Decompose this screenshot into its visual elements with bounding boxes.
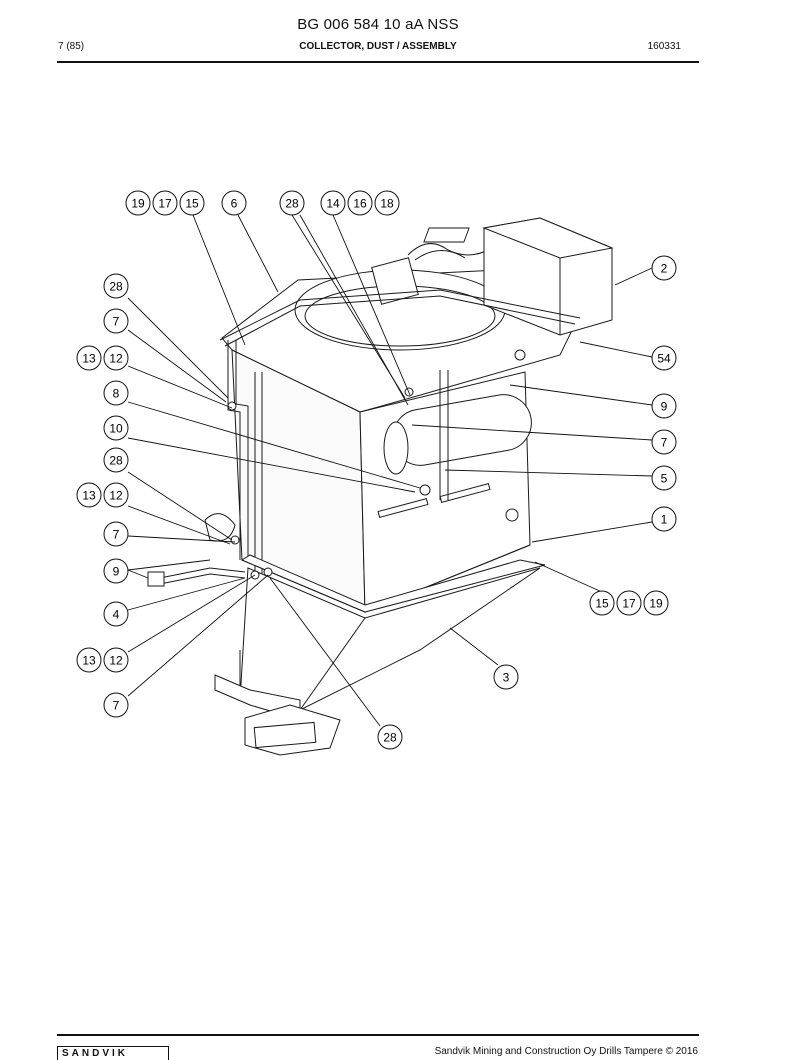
footer-rule xyxy=(57,1034,699,1036)
callout-19: 19 xyxy=(643,590,669,616)
svg-text:9: 9 xyxy=(661,400,668,414)
svg-text:8: 8 xyxy=(113,387,120,401)
svg-text:12: 12 xyxy=(109,352,123,366)
svg-text:3: 3 xyxy=(503,671,510,685)
lower-pipe xyxy=(159,567,246,579)
callout-2: 2 xyxy=(651,255,677,281)
top-pipe xyxy=(219,289,581,341)
callout-13: 13 xyxy=(76,647,102,673)
svg-text:28: 28 xyxy=(109,280,123,294)
document-number: BG 006 584 10 aA NSS xyxy=(297,16,459,33)
company-logo: SANDVIK xyxy=(57,1046,169,1060)
callout-13: 13 xyxy=(76,482,102,508)
svg-text:7: 7 xyxy=(113,528,120,542)
svg-text:4: 4 xyxy=(113,608,120,622)
svg-text:12: 12 xyxy=(109,654,123,668)
page-number: 7 (85) xyxy=(58,41,85,52)
svg-text:17: 17 xyxy=(622,597,636,611)
svg-text:18: 18 xyxy=(380,197,394,211)
svg-text:17: 17 xyxy=(158,197,172,211)
callout-16: 16 xyxy=(347,190,373,216)
callout-7: 7 xyxy=(103,521,129,547)
svg-text:54: 54 xyxy=(657,352,671,366)
callout-17: 17 xyxy=(616,590,642,616)
svg-text:1: 1 xyxy=(661,513,668,527)
callout-14: 14 xyxy=(320,190,346,216)
callout-12: 12 xyxy=(103,345,129,371)
svg-text:28: 28 xyxy=(383,731,397,745)
collector-linework xyxy=(147,217,614,756)
callout-6: 6 xyxy=(221,190,247,216)
svg-text:6: 6 xyxy=(231,197,238,211)
callout-28: 28 xyxy=(103,273,129,299)
svg-text:9: 9 xyxy=(113,565,120,579)
callout-17: 17 xyxy=(152,190,178,216)
svg-text:7: 7 xyxy=(661,436,668,450)
callout-54: 54 xyxy=(651,345,677,371)
callout-12: 12 xyxy=(103,482,129,508)
header-rule xyxy=(57,61,699,63)
callout-7: 7 xyxy=(103,692,129,718)
callout-9: 9 xyxy=(651,393,677,419)
callout-3: 3 xyxy=(493,664,519,690)
svg-text:28: 28 xyxy=(285,197,299,211)
callout-5: 5 xyxy=(651,465,677,491)
svg-text:7: 7 xyxy=(113,699,120,713)
callout-9: 9 xyxy=(103,558,129,584)
callout-15: 15 xyxy=(589,590,615,616)
svg-text:5: 5 xyxy=(661,472,668,486)
svg-text:19: 19 xyxy=(649,597,663,611)
svg-text:28: 28 xyxy=(109,454,123,468)
copyright-notice: Sandvik Mining and Construction Oy Drill… xyxy=(434,1046,698,1057)
callout-4: 4 xyxy=(103,601,129,627)
svg-text:7: 7 xyxy=(113,315,120,329)
svg-text:13: 13 xyxy=(82,654,96,668)
callout-7: 7 xyxy=(103,308,129,334)
page-title: COLLECTOR, DUST / ASSEMBLY xyxy=(299,41,457,52)
hopper-frame xyxy=(240,554,546,613)
svg-text:16: 16 xyxy=(353,197,367,211)
svg-text:13: 13 xyxy=(82,489,96,503)
callout-28: 28 xyxy=(377,724,403,750)
callout-10: 10 xyxy=(103,415,129,441)
callout-8: 8 xyxy=(103,380,129,406)
callout-balloons: 19 17 15 6 28 14 16 18 2 28 7 13 12 54 8… xyxy=(76,190,677,750)
svg-text:15: 15 xyxy=(595,597,609,611)
callout-28: 28 xyxy=(279,190,305,216)
callout-12: 12 xyxy=(103,647,129,673)
svg-text:12: 12 xyxy=(109,489,123,503)
svg-text:2: 2 xyxy=(661,262,668,276)
date-code: 160331 xyxy=(647,41,681,52)
callout-18: 18 xyxy=(374,190,400,216)
svg-text:19: 19 xyxy=(131,197,145,211)
left-pipe xyxy=(227,340,241,560)
svg-text:10: 10 xyxy=(109,422,123,436)
callout-13: 13 xyxy=(76,345,102,371)
svg-text:15: 15 xyxy=(185,197,199,211)
leader-lines xyxy=(127,214,653,727)
callout-19: 19 xyxy=(125,190,151,216)
callout-15: 15 xyxy=(179,190,205,216)
svg-text:14: 14 xyxy=(326,197,340,211)
callout-7: 7 xyxy=(651,429,677,455)
callout-1: 1 xyxy=(651,506,677,532)
svg-text:13: 13 xyxy=(82,352,96,366)
callout-28: 28 xyxy=(103,447,129,473)
